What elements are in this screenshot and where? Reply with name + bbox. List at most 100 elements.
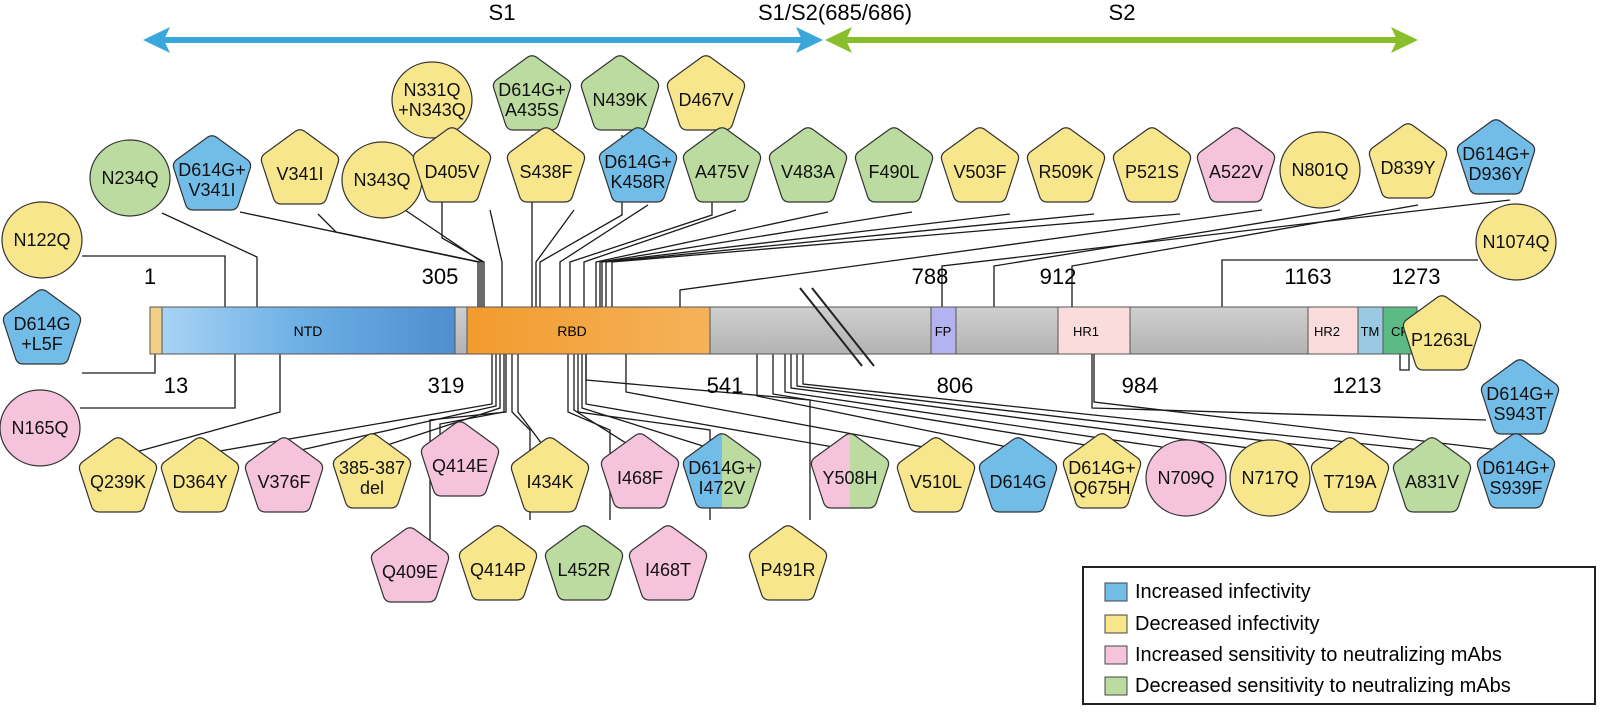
connector-v483a xyxy=(595,211,829,307)
s1-arrow-head-left xyxy=(143,27,170,53)
connector-d614g xyxy=(756,354,1033,453)
connector-v503f xyxy=(601,213,1011,307)
connector-q409e xyxy=(429,354,507,544)
mutation-label: R509K xyxy=(1038,162,1093,182)
mutation-p521s: P521S xyxy=(1112,127,1192,203)
mutation-label: D614G+A435S xyxy=(498,80,566,120)
mutation-label: A475V xyxy=(695,162,749,182)
mutation-q409e: Q409E xyxy=(370,527,450,603)
mutation-label: D614G+D936Y xyxy=(1462,144,1530,184)
mutation-label: N439K xyxy=(592,90,647,110)
domain-rbd xyxy=(466,306,711,355)
mutation-pentagon-shape xyxy=(1476,433,1556,509)
connector-s438f xyxy=(535,209,575,307)
mutation-n343q: N343Q xyxy=(341,141,423,219)
mutation-pentagon-shape xyxy=(412,127,492,203)
mutation-pentagon-shape xyxy=(2,289,82,365)
legend-label: Decreased sensitivity to neutralizing mA… xyxy=(1135,675,1511,697)
mutation-pentagon-shape xyxy=(544,525,624,601)
connector-f490l xyxy=(599,211,913,307)
connector-n234q xyxy=(161,212,258,307)
mutation-circle-shape xyxy=(1475,203,1557,281)
mutation-d614g-v341i: D614G+V341I xyxy=(172,135,252,211)
mutation-d405v: D405V xyxy=(412,127,492,203)
domain-fp-label: FP xyxy=(935,324,952,339)
mutation-pentagon-shape xyxy=(78,437,158,513)
mutation-pentagon-shape xyxy=(600,433,680,509)
connector-a522v xyxy=(679,209,1263,307)
mutation-pentagon-shape xyxy=(1456,119,1536,195)
mutation-v503f: V503F xyxy=(940,127,1020,203)
protein-bar: NTD RBD FP HR1 HR2 TM CP xyxy=(149,287,1418,367)
mutation-d614g: D614G xyxy=(978,437,1058,513)
mutation-d614g-s939f: D614G+S939F xyxy=(1476,433,1556,509)
mutation-circle-shape xyxy=(1279,131,1361,209)
connector-v510l xyxy=(625,354,951,453)
mutation-pentagon-shape xyxy=(172,135,252,211)
mutation-n801q: N801Q xyxy=(1279,131,1361,209)
mutation-label: D614G xyxy=(989,472,1046,492)
legend-item-decreased-infectivity: Decreased infectivity xyxy=(1104,613,1320,635)
domain-fp-hr1-linker xyxy=(955,306,1059,355)
connector-d839y xyxy=(1071,204,1419,307)
connector-n801q xyxy=(993,209,1341,307)
position-1: 1 xyxy=(144,264,156,289)
mutation-pentagon-outline xyxy=(810,433,890,509)
mutation-a522v: A522V xyxy=(1196,127,1276,203)
mutation-s438f: S438F xyxy=(506,127,586,203)
mutation-label: N122Q xyxy=(13,230,70,250)
connector-v341i xyxy=(317,213,481,307)
s1-label: S1 xyxy=(489,0,516,25)
mutation-circle-shape xyxy=(1145,439,1227,517)
legend-swatch xyxy=(1104,582,1128,602)
s2-arrow-head-right xyxy=(1391,27,1418,53)
position-1273: 1273 xyxy=(1392,264,1441,289)
mutation-pentagon-shape xyxy=(628,525,708,601)
connector-d614g-q675h xyxy=(772,354,1117,451)
mutation-d614g-a435s: D614G+A435S xyxy=(492,55,572,131)
mutation-f490l: F490L xyxy=(854,127,934,203)
mutation-label: V341I xyxy=(276,164,323,184)
domain-signal-peptide xyxy=(149,306,163,355)
break-mark-right xyxy=(811,287,875,367)
domain-tm xyxy=(1357,306,1384,355)
mutation-d614g-s943t: D614G+S943T xyxy=(1480,359,1560,435)
domain-ntd xyxy=(161,306,456,355)
mutation-n717q: N717Q xyxy=(1229,439,1311,517)
connector-d614g-s939f xyxy=(1093,354,1517,453)
domain-hr1-label: HR1 xyxy=(1073,324,1099,339)
connector-a831v xyxy=(802,354,1441,453)
mutation-pentagon-shape xyxy=(1196,127,1276,203)
mutation-label: F490L xyxy=(868,162,919,182)
mutation-label: N1074Q xyxy=(1482,232,1549,252)
connector-lines xyxy=(80,135,1517,544)
legend-label: Increased sensitivity to neutralizing mA… xyxy=(1135,644,1502,666)
mutation-d614g-k458r: D614G+K458R xyxy=(598,127,678,203)
mutation-pentagon-shape xyxy=(260,129,340,205)
mutation-d467v: D467V xyxy=(666,55,746,131)
mutation-r509k: R509K xyxy=(1026,127,1106,203)
mutation-label: A522V xyxy=(1209,162,1263,182)
legend-swatch xyxy=(1104,614,1128,634)
mutation-label: I468T xyxy=(645,560,691,580)
mutation-label: L452R xyxy=(557,560,610,580)
mutation-label: P521S xyxy=(1125,162,1179,182)
mutation-circle-shape xyxy=(89,139,171,217)
mutation-d614g-i472v: D614G+I472V xyxy=(682,433,762,509)
mutation-label: N165Q xyxy=(11,418,68,438)
mutation-label: P1263L xyxy=(1411,330,1473,350)
mutation-pentagon-shape xyxy=(768,127,848,203)
mutation-pentagon-shape xyxy=(1392,437,1472,513)
mutation-i468f: I468F xyxy=(600,433,680,509)
connector-a475v xyxy=(583,209,737,307)
legend-swatch xyxy=(1104,676,1128,696)
mutation-v510l: V510L xyxy=(896,437,976,513)
mutation-label: V376F xyxy=(257,472,310,492)
legend-label: Increased infectivity xyxy=(1135,581,1311,603)
domain-gap xyxy=(454,306,468,355)
mutation-q239k: Q239K xyxy=(78,437,158,513)
connector-r509k xyxy=(605,213,1095,307)
mutation-circle-shape xyxy=(1,201,83,279)
mutation-label: N801Q xyxy=(1291,160,1348,180)
